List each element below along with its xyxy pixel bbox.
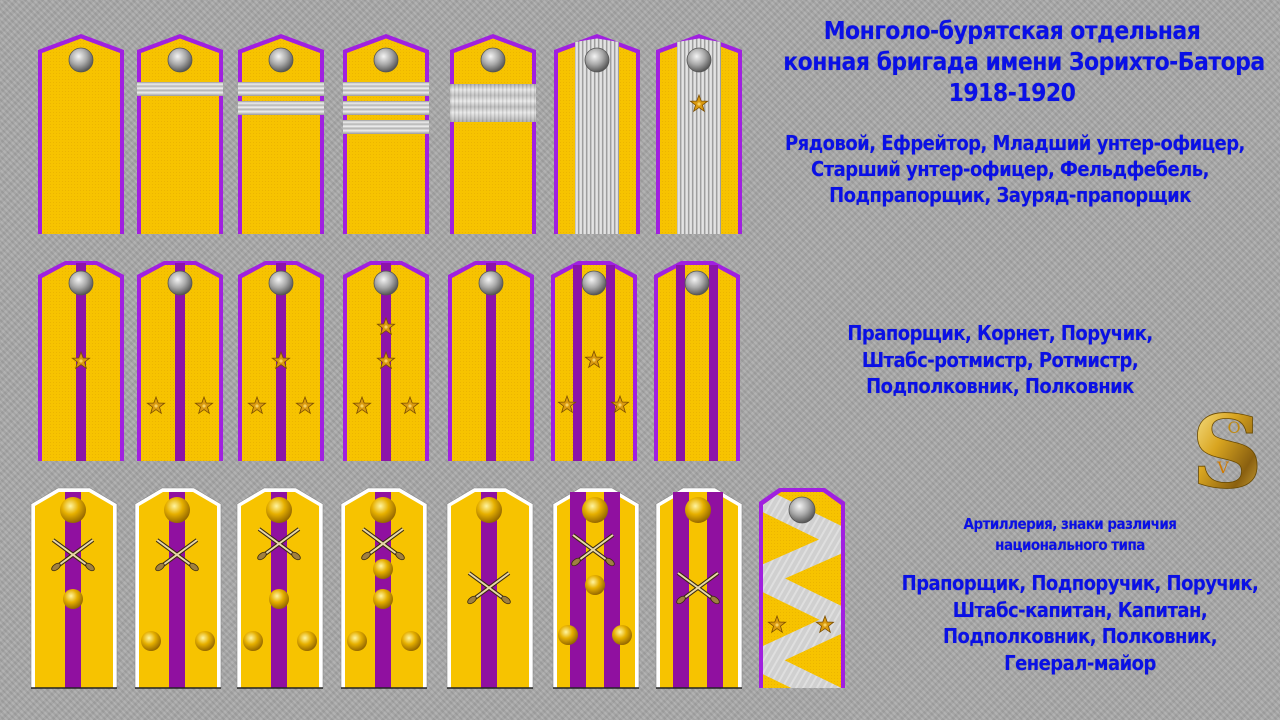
svg-text:V: V (1216, 458, 1229, 477)
silver-button-icon (584, 47, 610, 73)
shoulder-board-ryadovoy (38, 34, 124, 234)
zigzag-galloon (763, 492, 841, 688)
silver-button-icon (167, 270, 193, 296)
silver-button-icon (581, 270, 607, 296)
shoulder-board-efreitor (137, 34, 223, 234)
gold-button-icon (60, 497, 86, 523)
galloon-stripe (137, 82, 223, 96)
shoulder-board-art-poruchik (236, 486, 324, 689)
long-galloon (575, 38, 619, 234)
shoulder-board-podpolkovnik-cav (551, 259, 637, 461)
caption-artillery: Прапорщик, Подпоручик, Поручик, Штабс-ка… (901, 571, 1259, 675)
sv-monogram-logo: S O V (1190, 393, 1263, 512)
shoulder-board-art-polkovnik (655, 486, 743, 689)
silver-button-icon (68, 47, 94, 73)
shoulder-board-kornet (137, 259, 223, 461)
silver-button-icon (373, 270, 399, 296)
shoulder-board-feldfebel (450, 34, 536, 234)
shoulder-board-praporshchik (38, 259, 124, 461)
silver-button-icon (268, 270, 294, 296)
shoulder-board-general-mayor (759, 486, 845, 688)
caption-cavalry-officers: Прапорщик, Корнет, Поручик, Штабс-ротмис… (847, 321, 1153, 398)
silver-button-icon (373, 47, 399, 73)
svg-text:O: O (1227, 418, 1240, 437)
caption-lower-ranks: Рядовой, Ефрейтор, Младший унтер-офицер,… (785, 131, 1245, 207)
silver-button-icon (167, 47, 193, 73)
shoulder-board-shtabs-kapitan (340, 486, 428, 689)
shoulder-board-polkovnik-cav (654, 259, 740, 461)
shoulder-board-art-podpolkovnik (552, 486, 640, 689)
silver-button-icon (68, 270, 94, 296)
shoulder-board-rotmistr (448, 259, 534, 461)
silver-button-icon (478, 270, 504, 296)
shoulder-board-st-unter-ofitser (343, 34, 429, 234)
subtitle-artillery: Артиллерия, знаки различия национального… (963, 515, 1177, 554)
svg-text:S: S (1192, 403, 1262, 495)
silver-button-icon (686, 47, 712, 73)
shoulder-board-podporuchik (134, 486, 222, 689)
silver-button-icon (788, 496, 816, 524)
shoulder-board-podpraporshchik (554, 34, 640, 234)
shoulder-board-ml-unter-ofitser (238, 34, 324, 234)
shoulder-board-kapitan (446, 486, 534, 689)
shoulder-board-shtabs-rotmistr (343, 259, 429, 461)
silver-button-icon (480, 47, 506, 73)
shoulder-board-zauryad-praporshchik (656, 34, 742, 234)
page-title: Монголо-бурятская отдельная конная брига… (783, 16, 1265, 107)
silver-button-icon (684, 270, 710, 296)
shoulder-board-art-praporshchik (30, 486, 118, 689)
shoulder-board-poruchik (238, 259, 324, 461)
silver-button-icon (268, 47, 294, 73)
